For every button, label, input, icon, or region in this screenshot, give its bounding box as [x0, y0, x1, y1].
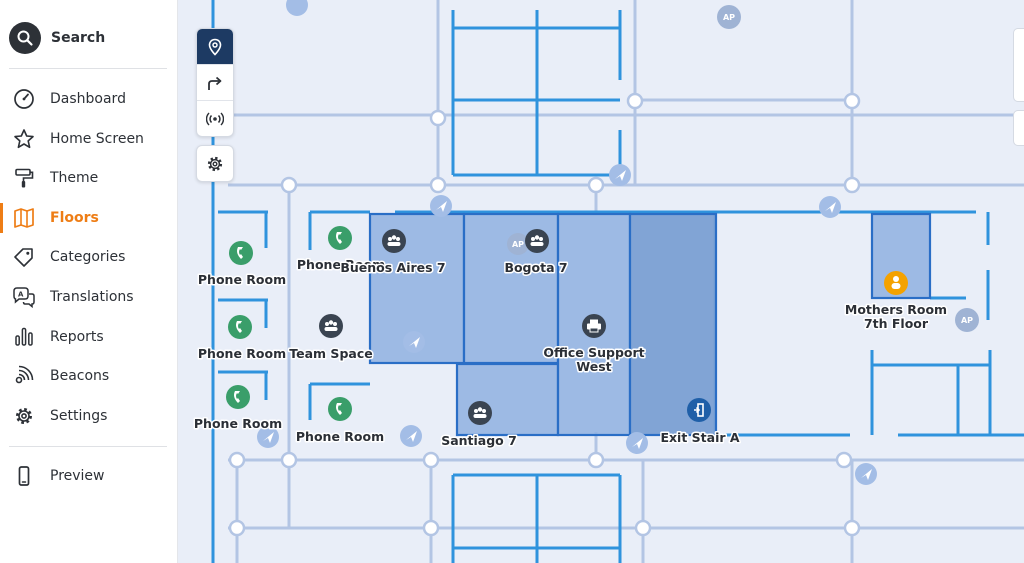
path-network — [228, 0, 1024, 563]
bar-chart-icon — [15, 327, 33, 346]
direction-markers — [257, 0, 877, 485]
sidebar-item-label: Reports — [50, 329, 104, 345]
sidebar-item-label: Beacons — [50, 368, 110, 384]
search-icon — [9, 22, 41, 54]
ap-label: AP — [723, 13, 735, 22]
rooms[interactable] — [368, 212, 932, 437]
ap-label: AP — [961, 316, 973, 325]
room-phone-room-5[interactable]: Phone Room — [294, 397, 386, 446]
room-exit-stair-a[interactable]: Exit Stair A — [659, 398, 741, 447]
room-label: Exit Stair A — [660, 430, 739, 445]
sidebar-item-dashboard[interactable]: Dashboard — [0, 84, 177, 114]
room-phone-room-2[interactable]: Phone Room — [295, 226, 387, 274]
map-icon — [14, 208, 34, 228]
people-icon — [525, 229, 549, 253]
phone-icon — [328, 226, 352, 250]
beacon-tool-button[interactable] — [197, 101, 233, 136]
search-button[interactable]: Search — [9, 22, 105, 54]
access-point-markers: AP AP AP — [507, 5, 979, 332]
room-label-line2: 7th Floor — [864, 316, 929, 331]
phone-icon — [226, 385, 250, 409]
sidebar-item-preview[interactable]: Preview — [0, 461, 177, 491]
sidebar-item-reports[interactable]: Reports — [0, 322, 177, 352]
directions-icon — [208, 76, 222, 90]
room-label: Phone Room — [297, 257, 385, 272]
room-office-support-west[interactable]: Office Support West — [542, 314, 646, 376]
search-label: Search — [51, 30, 106, 46]
sidebar-item-label: Preview — [50, 468, 105, 484]
room-buenos-aires-7[interactable]: Buenos Aires 7 — [339, 229, 447, 277]
room-label: Phone Room — [198, 346, 286, 361]
sidebar-item-home-screen[interactable]: Home Screen — [0, 124, 177, 154]
zoom-controls[interactable] — [1013, 28, 1024, 102]
sidebar-item-label: Theme — [50, 170, 99, 186]
map-toolbar — [196, 28, 234, 137]
paint-roller-icon — [15, 168, 34, 188]
sidebar-item-floors[interactable]: Floors — [0, 203, 177, 233]
mobile-phone-icon — [18, 466, 30, 486]
room-phone-room-1[interactable]: Phone Room — [196, 241, 288, 289]
room-mothers-room[interactable]: Mothers Room 7th Floor — [843, 271, 949, 333]
phone-icon — [229, 241, 253, 265]
location-pin-icon — [208, 38, 222, 56]
room-label: Phone Room — [198, 272, 286, 287]
sidebar-item-label: Settings — [50, 408, 108, 424]
beacon-icon — [206, 111, 224, 126]
room-label: Office Support — [543, 345, 644, 360]
room-label: Buenos Aires 7 — [340, 260, 445, 275]
room-team-space[interactable]: Team Space — [288, 314, 374, 363]
location-tool-button[interactable] — [197, 29, 233, 65]
svg-text:A: A — [18, 291, 24, 299]
tag-icon — [14, 248, 33, 267]
people-icon — [468, 401, 492, 425]
sidebar-item-theme[interactable]: Theme — [0, 163, 177, 193]
floor-plan[interactable]: AP AP AP Phone Room Phone Room Phone Roo… — [178, 0, 1024, 563]
room-label: Team Space — [289, 346, 372, 361]
map-settings-button[interactable] — [196, 145, 234, 182]
sidebar-item-label: Categories — [50, 249, 126, 265]
layer-control[interactable] — [1013, 110, 1024, 146]
sidebar-item-label: Translations — [50, 289, 134, 305]
star-icon — [14, 129, 34, 149]
sidebar: Search Dashboard Home Screen Theme Floor… — [0, 0, 178, 563]
beacon-icon — [15, 365, 34, 384]
floor-map[interactable]: AP AP AP Phone Room Phone Room Phone Roo… — [178, 0, 1024, 563]
sidebar-item-translations[interactable]: A Translations — [0, 282, 177, 312]
room-label: Phone Room — [296, 429, 384, 444]
path-nodes — [228, 92, 861, 537]
sidebar-item-settings[interactable]: Settings — [0, 401, 177, 431]
gauge-icon — [14, 89, 34, 109]
room-label: Mothers Room — [845, 302, 947, 317]
sidebar-item-beacons[interactable]: Beacons — [0, 361, 177, 391]
translate-icon: A — [13, 287, 35, 308]
phone-icon — [228, 315, 252, 339]
room-label: Bogota 7 — [504, 260, 567, 275]
sidebar-item-label: Home Screen — [50, 131, 144, 147]
people-icon — [319, 314, 343, 338]
sidebar-divider — [9, 68, 167, 69]
room-phone-room-4[interactable]: Phone Room — [192, 385, 284, 433]
sidebar-item-label: Floors — [50, 210, 99, 226]
room-label: Santiago 7 — [441, 433, 517, 448]
ap-label: AP — [512, 240, 524, 249]
directions-tool-button[interactable] — [197, 65, 233, 101]
gear-icon — [16, 408, 32, 424]
sidebar-item-categories[interactable]: Categories — [0, 242, 177, 272]
people-icon — [382, 229, 406, 253]
gear-icon — [207, 156, 223, 171]
sidebar-item-label: Dashboard — [50, 91, 126, 107]
room-bogota-7[interactable]: Bogota 7 — [503, 229, 569, 277]
room-phone-room-3[interactable]: Phone Room — [196, 315, 288, 363]
room-label-line2: West — [576, 359, 611, 374]
room-santiago-7[interactable]: Santiago 7 — [440, 401, 518, 450]
room-label: Phone Room — [194, 416, 282, 431]
sidebar-divider — [9, 446, 167, 447]
phone-icon — [328, 397, 352, 421]
